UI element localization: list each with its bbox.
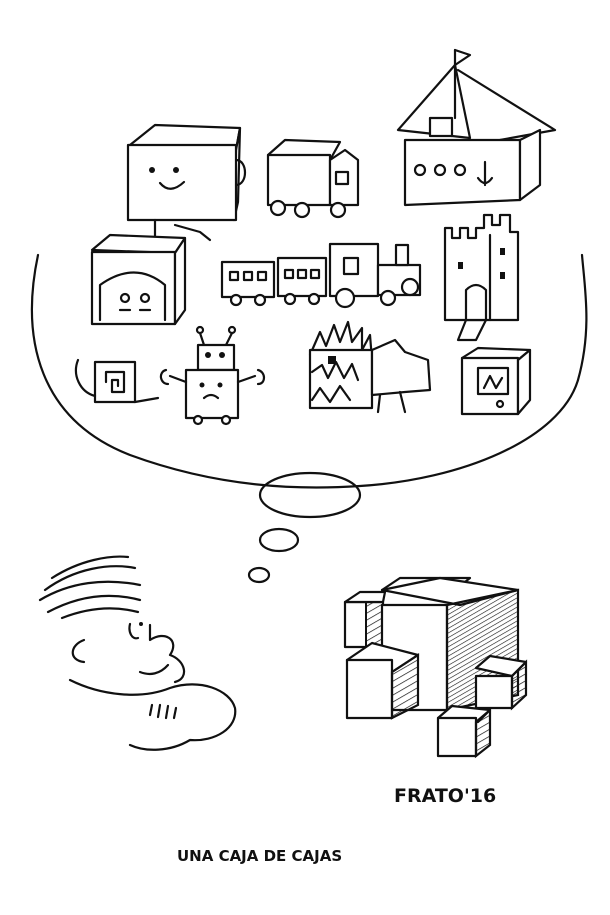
monster-box	[308, 320, 432, 414]
dreaming-child	[38, 555, 237, 751]
caption: UNA CAJA DE CAJAS	[177, 847, 342, 865]
castle-box	[443, 213, 520, 342]
ship-box	[396, 48, 557, 207]
tv-box	[460, 346, 532, 416]
bubble-small	[247, 566, 271, 584]
bubble-large	[258, 471, 362, 519]
train-boxes	[220, 242, 422, 309]
puppet-theater-box	[90, 233, 187, 326]
robot-head-box	[126, 123, 247, 242]
snail-box	[74, 358, 160, 404]
cardboard-boxes	[343, 576, 528, 759]
truck-box	[266, 138, 360, 219]
artist-signature: FRATO'16	[394, 785, 496, 807]
thought-bubble	[30, 253, 588, 584]
bubble-medium	[258, 527, 300, 553]
small-robot-box	[159, 325, 266, 426]
